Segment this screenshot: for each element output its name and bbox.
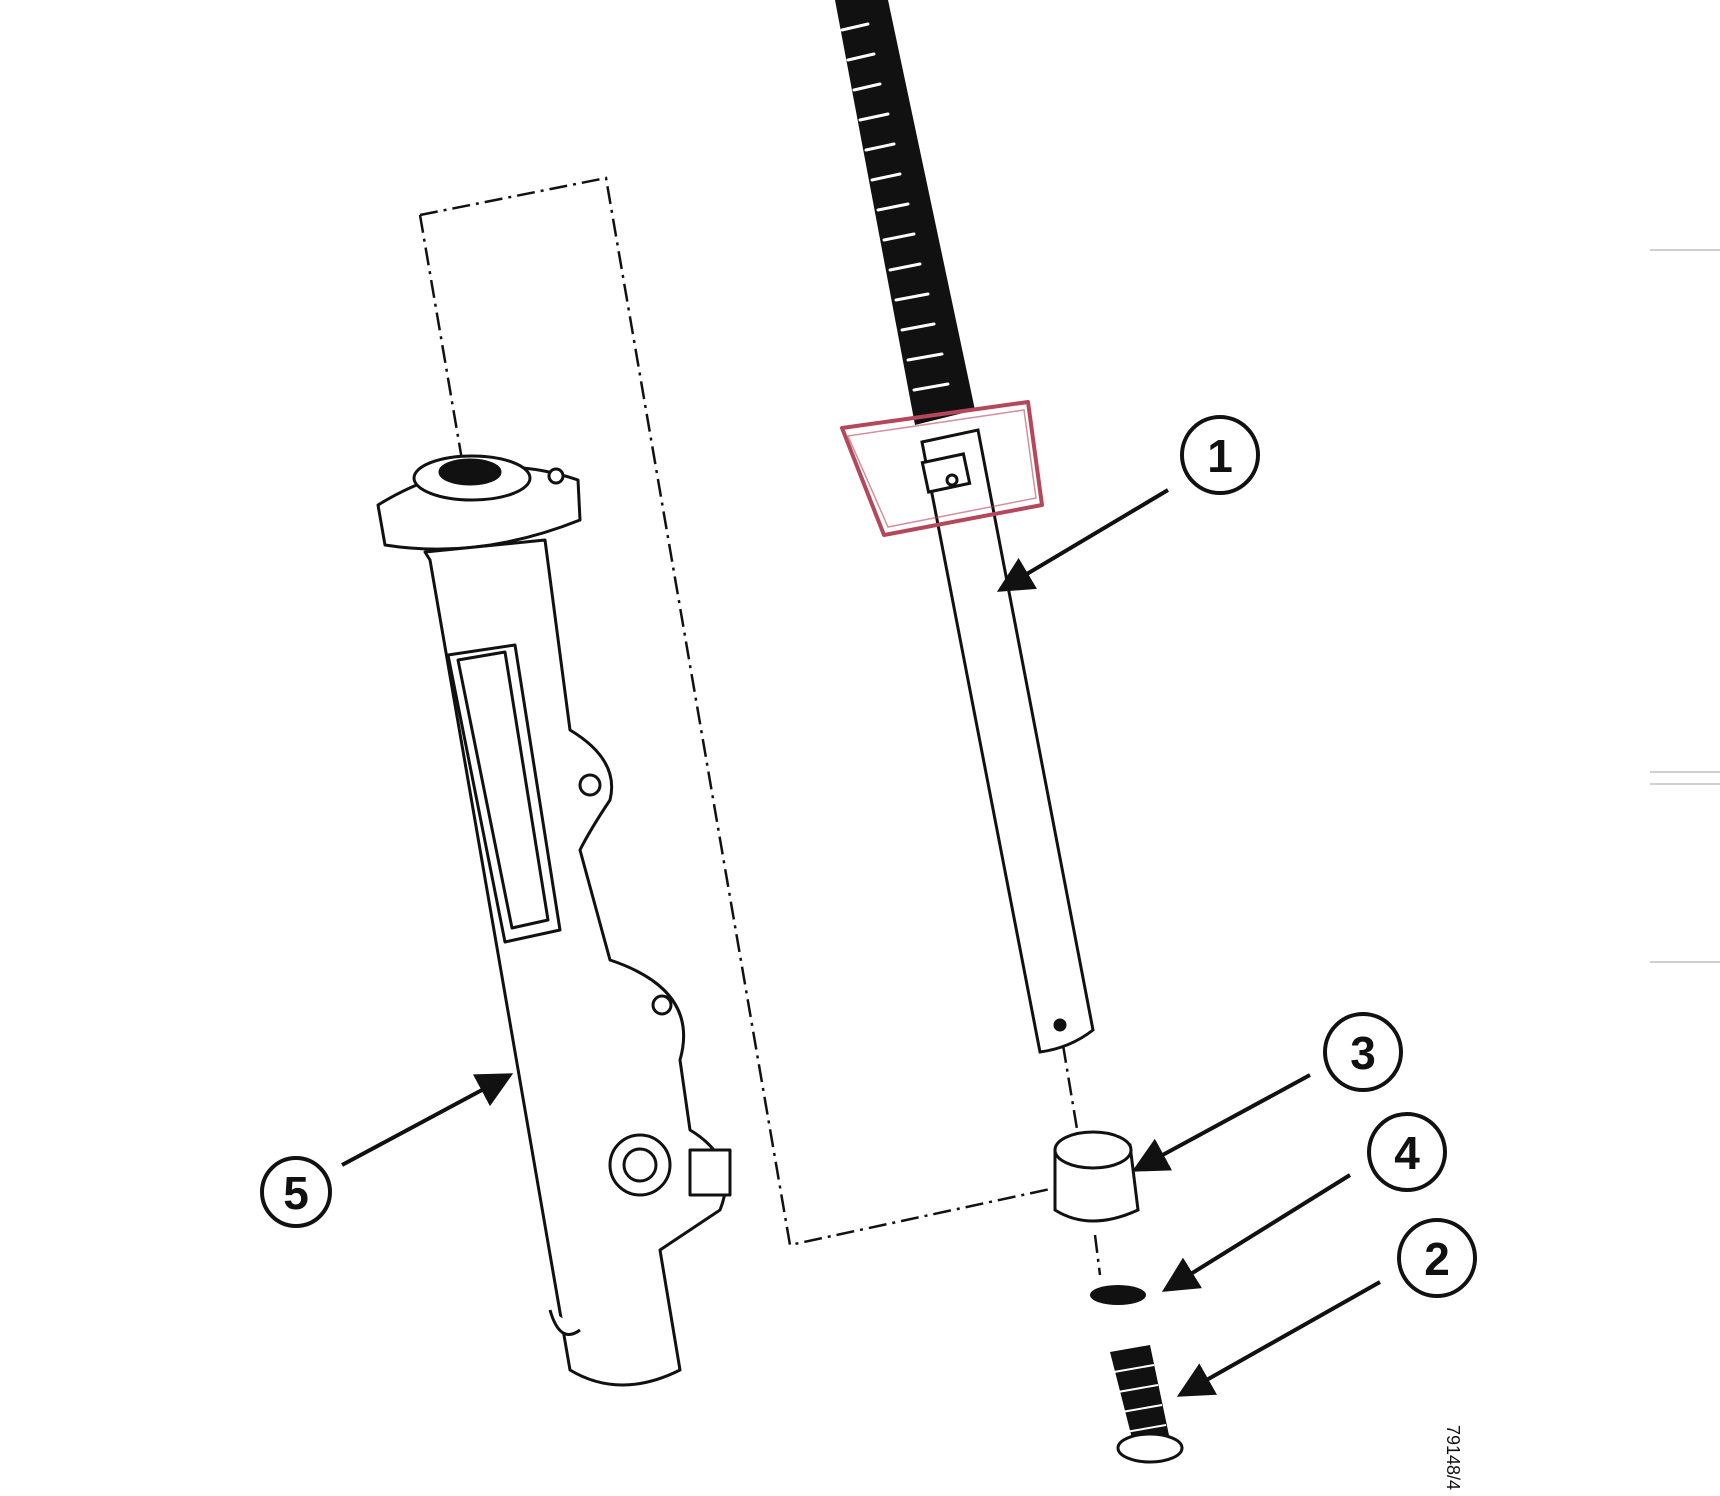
- cable-tube-part: [920, 428, 1095, 1054]
- arrow-callout-4: [1161, 1173, 1352, 1292]
- figure-reference-code: 79148/4: [1443, 1425, 1463, 1490]
- callout-4: 4: [1367, 1112, 1447, 1192]
- callout-5-number: 5: [283, 1167, 309, 1219]
- callout-2-number: 2: [1424, 1233, 1450, 1285]
- callout-arrows: [341, 488, 1381, 1397]
- callout-4-number: 4: [1394, 1127, 1420, 1179]
- callout-2: 2: [1397, 1218, 1477, 1298]
- arrow-callout-3: [1131, 1073, 1311, 1172]
- callout-1-number: 1: [1207, 430, 1233, 482]
- assembly-guide-line: [419, 176, 1056, 1247]
- callout-5: 5: [260, 1156, 332, 1228]
- sleeve-part: [1053, 1130, 1140, 1223]
- washer-part: [1090, 1285, 1146, 1305]
- callout-3-number: 3: [1350, 1027, 1376, 1079]
- arrow-callout-2: [1176, 1280, 1381, 1397]
- highlight-box-shadow: [846, 409, 1037, 528]
- coiled-cable: [835, 0, 975, 425]
- screw-part: [1110, 1345, 1184, 1464]
- callout-3: 3: [1323, 1012, 1403, 1092]
- arrow-callout-1: [996, 488, 1170, 592]
- highlight-box: [840, 400, 1044, 537]
- callout-1: 1: [1180, 415, 1260, 495]
- callout-labels: 1 3 4 2 5: [260, 415, 1477, 1298]
- arrow-callout-5: [341, 1073, 514, 1167]
- fork-leg-part: [376, 454, 732, 1387]
- page-edge-rules: [1650, 249, 1720, 963]
- assembly-guide-vertical: [418, 214, 1102, 1276]
